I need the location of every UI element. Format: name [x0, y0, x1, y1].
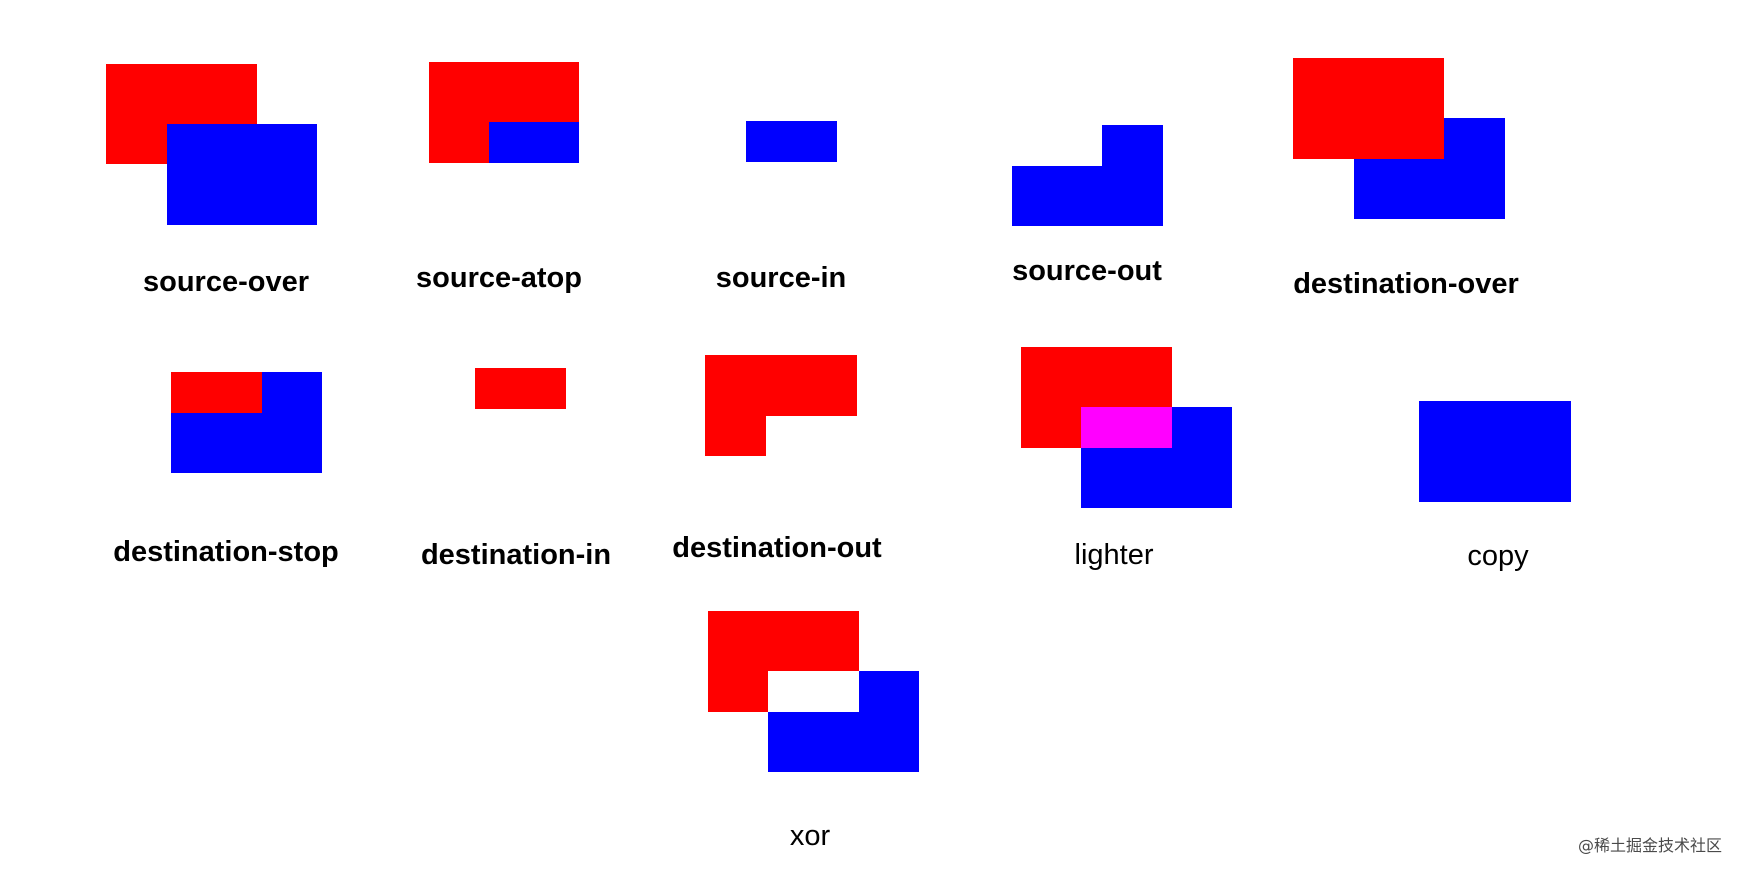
overlap-rect: [1081, 407, 1172, 448]
mode-label: lighter: [1074, 539, 1154, 571]
mode-label: destination-out: [672, 532, 882, 564]
destination-left-part: [705, 355, 766, 456]
source-rect: [1419, 401, 1571, 502]
source-bottom-part: [1012, 166, 1163, 226]
destination-rect: [167, 124, 317, 225]
mode-label: source-over: [142, 266, 310, 298]
mode-label: source-out: [1012, 255, 1162, 287]
overlap-cutout: [768, 671, 859, 712]
mode-label: destination-over: [1293, 268, 1519, 300]
source-overlap-rect: [489, 122, 579, 163]
mode-label: destination-in: [420, 539, 612, 571]
destination-overlap-rect: [475, 368, 566, 409]
mode-label: copy: [1467, 540, 1529, 572]
mode-label: xor: [789, 820, 831, 852]
mode-label: source-atop: [416, 262, 582, 294]
source-overlap-rect: [746, 121, 837, 162]
destination-overlap-rect: [171, 372, 262, 413]
watermark-text: @稀土掘金技术社区: [1577, 836, 1722, 855]
destination-rect: [1293, 58, 1444, 159]
mode-label: source-in: [715, 262, 847, 294]
mode-label: destination-stop: [113, 536, 339, 568]
